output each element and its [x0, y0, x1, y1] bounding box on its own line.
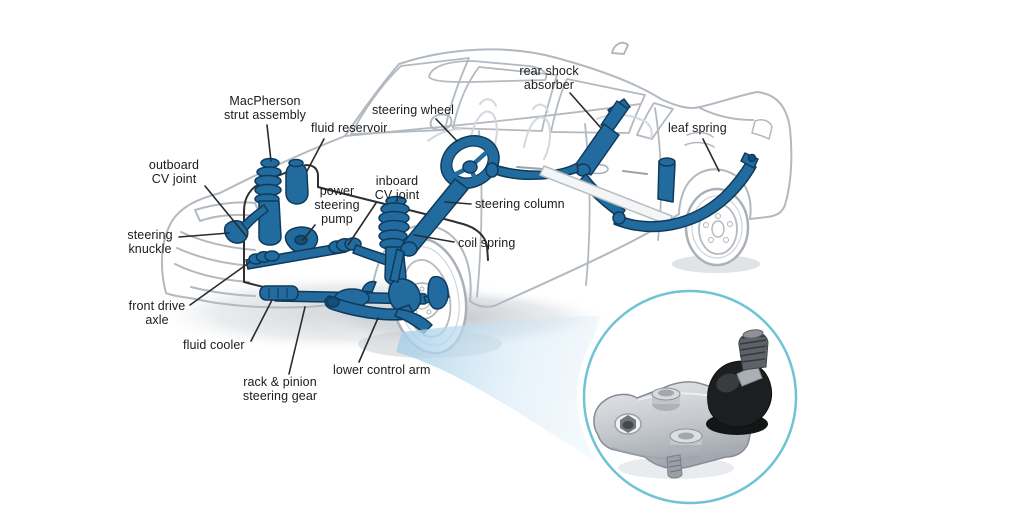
fluid-reservoir-graphic: [285, 158, 309, 205]
front-drive-axle-graphic: [245, 237, 393, 270]
label-lower-control-arm: lower control arm: [333, 363, 431, 377]
label-leaf-spring: leaf spring: [668, 121, 727, 135]
leader-steering-column: [444, 201, 472, 205]
leader-power-steering-pump: [302, 224, 316, 241]
rubber-boot: [707, 360, 773, 428]
tail-lamp: [751, 119, 773, 140]
label-inboard-cv-joint: inboard CV joint: [374, 174, 420, 202]
zoom-beam: [396, 316, 612, 470]
label-rack-pinion-steering-gear: rack & pinion steering gear: [242, 375, 318, 403]
lower-stud: [666, 454, 683, 479]
lower-control-arm-graphic: [324, 295, 433, 334]
rear-door-window: [550, 78, 646, 134]
leader-front-drive-axle: [189, 261, 251, 306]
leader-outboard-cv-joint: [204, 185, 247, 237]
label-steering-column: steering column: [475, 197, 565, 211]
leader-steering-wheel: [435, 118, 458, 142]
label-coil-spring: coil spring: [458, 236, 516, 250]
steering-knuckle-graphic: [223, 204, 269, 244]
drive-shaft-bar: [538, 165, 674, 226]
front-door-window: [452, 66, 558, 132]
leader-lines: [178, 92, 720, 375]
antenna-fin: [611, 41, 629, 55]
threaded-stud: [738, 329, 769, 371]
leader-fluid-reservoir: [306, 138, 325, 172]
leader-rack-pinion-steering-gear: [288, 306, 306, 375]
macpherson-strut-graphic: [254, 157, 282, 246]
leader-coil-spring: [413, 234, 455, 243]
leader-inboard-cv-joint: [347, 202, 377, 246]
side-mirror: [429, 113, 453, 131]
label-outboard-cv-joint: outboard CV joint: [148, 158, 200, 186]
lower-boss: [669, 428, 703, 453]
label-power-steering-pump: power steering pump: [314, 184, 360, 226]
label-fluid-cooler: fluid cooler: [183, 338, 245, 352]
steering-wheel-graphic: [440, 135, 500, 189]
label-front-drive-axle: front drive axle: [128, 299, 186, 327]
leader-steering-knuckle: [178, 232, 230, 238]
coil-spring-strut-graphic: [378, 195, 410, 286]
steering-column-graphic: [389, 178, 469, 283]
label-steering-knuckle: steering knuckle: [127, 228, 173, 256]
label-steering-wheel: steering wheel: [372, 103, 455, 117]
rear-link-graphic: [657, 157, 676, 203]
leader-rear-shock-absorber: [569, 92, 602, 129]
sunroof: [428, 60, 548, 83]
label-macpherson-strut-assembly: MacPherson strut assembly: [224, 94, 306, 122]
leader-leaf-spring: [702, 138, 720, 172]
fluid-cooler-graphic: [259, 285, 299, 301]
leader-macpherson-strut-assembly: [266, 124, 272, 162]
label-rear-shock-absorber: rear shock absorber: [519, 64, 579, 92]
inset-circle: [577, 284, 803, 510]
label-fluid-reservoir: fluid reservoir: [311, 121, 388, 135]
leader-fluid-cooler: [250, 299, 273, 342]
leader-lower-control-arm: [358, 317, 379, 363]
ball-joint-photo: [593, 329, 773, 479]
windshield: [350, 57, 470, 135]
front-suspension-components: [223, 135, 500, 334]
front-grille: [174, 231, 256, 297]
upper-boss: [651, 387, 681, 411]
leaf-spring-graphic: [612, 152, 759, 233]
